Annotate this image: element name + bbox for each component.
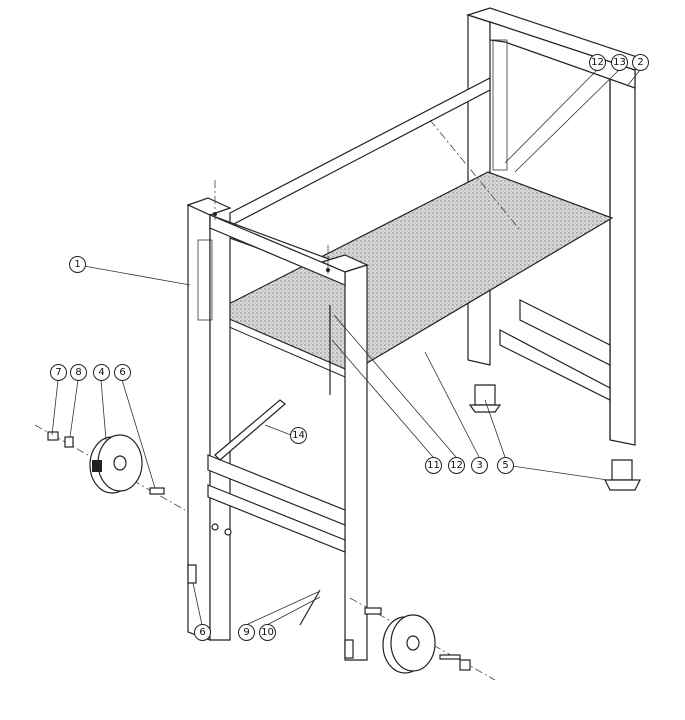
callout-12: 12	[589, 54, 606, 71]
callout-8: 8	[70, 364, 87, 381]
pin	[187, 564, 197, 584]
callout-9: 9	[238, 624, 255, 641]
axle	[299, 589, 321, 626]
callout-11: 11	[425, 457, 442, 474]
callout-5: 5	[497, 457, 514, 474]
back-lower-rail-2	[499, 329, 611, 401]
back-lower-rail	[519, 299, 611, 366]
callout-12-lower: 12	[448, 457, 465, 474]
diagonal-brace	[214, 399, 286, 461]
side-top-rail	[229, 77, 491, 227]
callout-6: 6	[114, 364, 131, 381]
callout-4: 4	[93, 364, 110, 381]
callout-1: 1	[69, 256, 86, 273]
callout-3: 3	[471, 457, 488, 474]
callout-14: 14	[290, 427, 307, 444]
foot-cap-2	[604, 459, 641, 491]
callout-6-lower: 6	[194, 624, 211, 641]
center-line	[429, 119, 521, 231]
pin-2	[344, 639, 354, 659]
left-wheel	[34, 424, 186, 511]
callout-13: 13	[611, 54, 628, 71]
back-right-leg	[609, 54, 636, 446]
front-frame	[186, 180, 369, 661]
leader-lines	[51, 69, 641, 626]
callout-2: 2	[632, 54, 649, 71]
right-wheel	[349, 597, 496, 681]
callout-10: 10	[259, 624, 276, 641]
foot-cap-1	[468, 384, 502, 413]
callout-7: 7	[50, 364, 67, 381]
